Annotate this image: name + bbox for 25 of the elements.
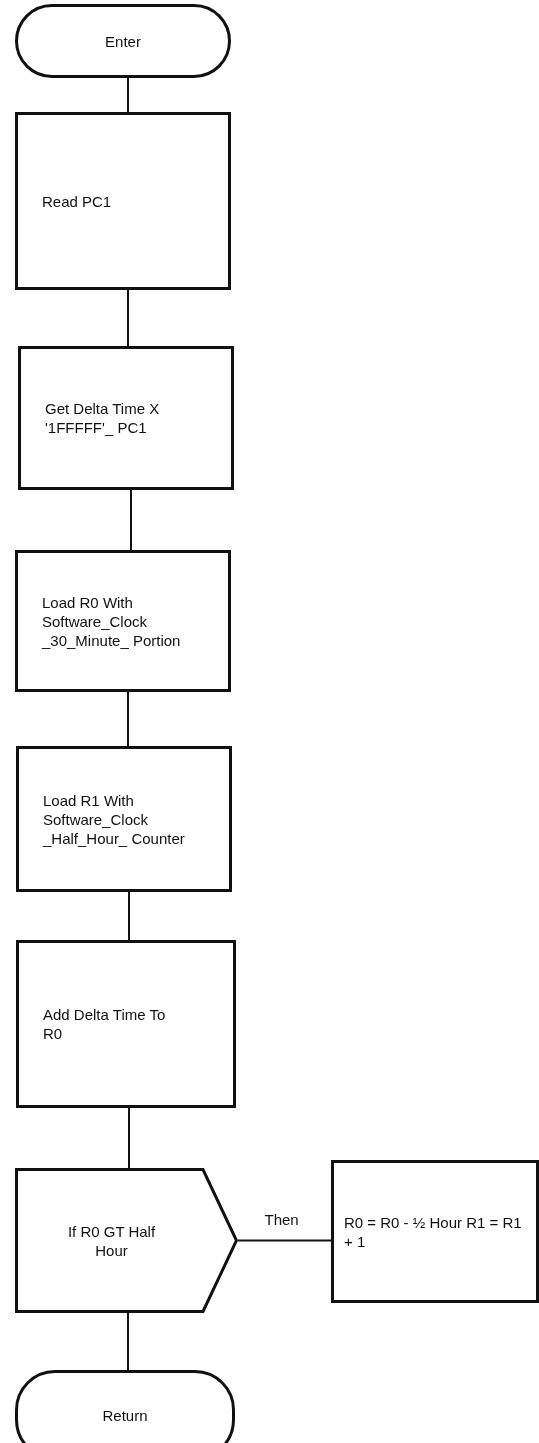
node-text: R0 = R0 - ½ Hour R1 = R1 + 1 [344, 1212, 523, 1251]
node-text: Load R0 With Software_Clock _30_Minute_ Portion [42, 592, 182, 650]
connector-line [128, 891, 130, 941]
decision-shape [15, 1168, 238, 1313]
connector-line [127, 77, 129, 113]
node-text: Enter [105, 31, 141, 51]
connector-line [237, 1239, 332, 1242]
node-text: Read PC1 [42, 191, 112, 211]
process-box [16, 746, 232, 892]
connector-line [130, 489, 132, 551]
terminal-shape [15, 1370, 235, 1443]
node-text: Return [102, 1405, 148, 1425]
connector-line [127, 691, 129, 747]
node-text: Get Delta Time X '1FFFFF'_ PC1 [45, 399, 161, 437]
process-box [15, 550, 231, 692]
connector-line [127, 289, 129, 347]
node-text: Load R1 With Software_Clock _Half_Hour_ Counter [43, 790, 186, 848]
process-box [18, 346, 234, 490]
node-text: Add Delta Time To R0 [43, 1005, 167, 1043]
process-box [15, 112, 231, 290]
connector-line [128, 1107, 130, 1169]
process-box [331, 1160, 539, 1303]
node-text: If R0 GT Half Hour [66, 1221, 157, 1260]
process-box [16, 940, 236, 1108]
connector-line [127, 1312, 129, 1371]
